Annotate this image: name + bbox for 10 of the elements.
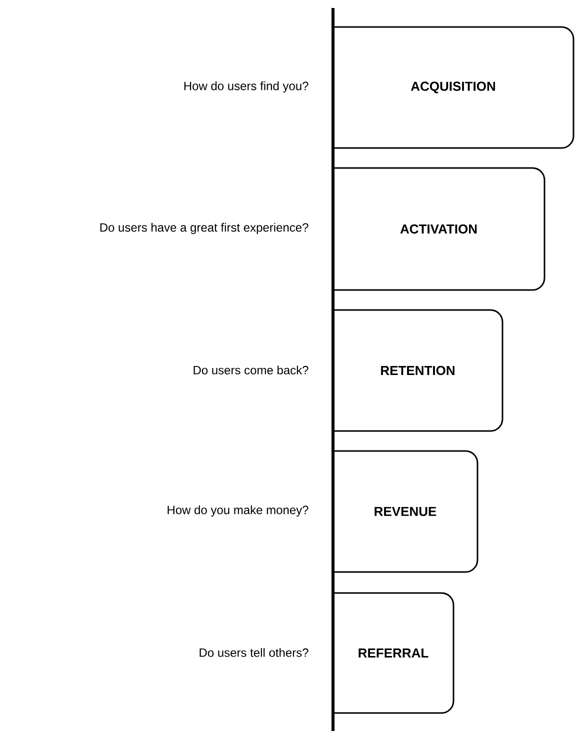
stage-box: REVENUE	[333, 450, 478, 573]
question-text: Do users have a great first experience?	[100, 222, 308, 234]
stage-box: ACTIVATION	[333, 167, 546, 291]
stage-box: ACQUISITION	[333, 26, 574, 149]
question-text: How do users find you?	[184, 81, 308, 93]
question-text: How do you make money?	[168, 505, 308, 517]
question-text: Do users come back?	[194, 366, 308, 374]
question-text: Do users tell others?	[200, 648, 308, 657]
stage-box: RETENTION	[333, 309, 504, 432]
stage-box: REFERRAL	[333, 592, 454, 714]
